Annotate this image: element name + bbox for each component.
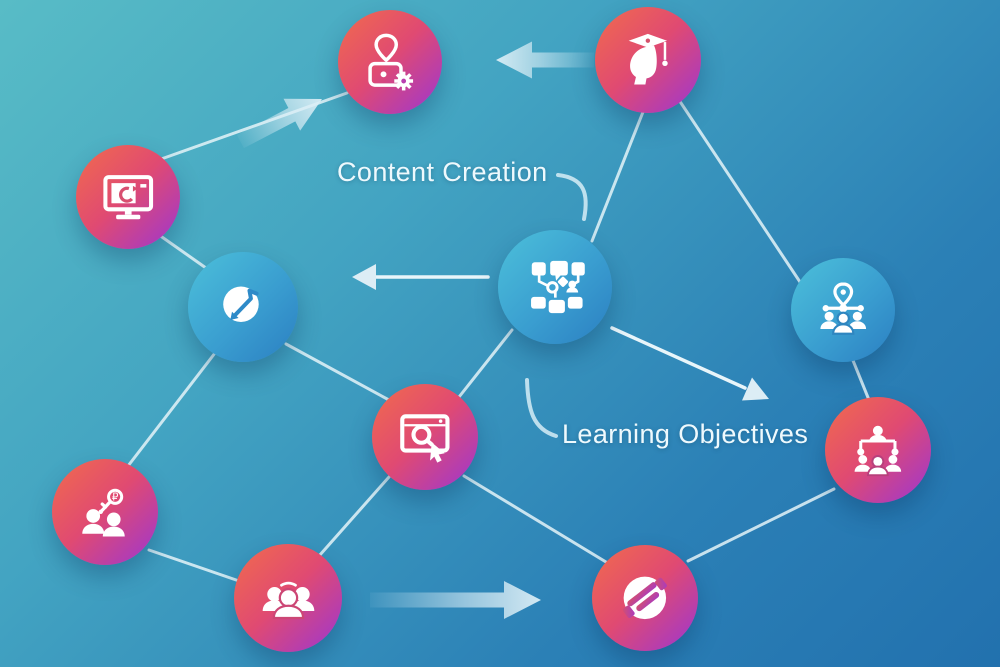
graduate-head-icon [628,33,668,85]
connector-line [677,98,808,293]
node-content-tools [338,10,442,114]
arrow-left-icon [496,41,594,79]
connector-line [457,328,514,399]
arrow-right-icon [370,581,541,619]
callout-curve-content-creation [556,173,588,221]
location-gear-icon [368,33,413,91]
people-group-icon [262,581,314,619]
label-learning-objectives: Learning Objectives [562,419,809,449]
arrow-line-down-right [610,326,769,401]
label-content-creation: Content Creation [337,157,548,187]
connector-line [462,474,608,564]
connector-line [126,351,217,468]
monitor-refresh-icon [103,174,153,220]
connector-line [317,475,391,558]
connector-line [590,110,645,243]
connector-line [850,356,871,402]
node-web-search [372,384,478,490]
callout-curve-learning-objectives [525,378,558,438]
flowchart-icon [530,260,585,313]
people-key-icon: ₽ [82,488,125,537]
connector-line [686,487,836,563]
node-team-structure [825,397,931,503]
node-graduate [595,7,701,113]
browser-search-icon [400,414,450,463]
node-screen-sync [76,145,180,249]
trend-check-icon [223,286,259,322]
connector-line [284,342,391,402]
map-pin-people-icon [820,282,866,335]
node-audience [234,544,342,652]
node-progress-check [188,252,298,362]
arrow-up-right-icon [236,98,322,149]
node-partnership [592,545,698,651]
node-local-group [791,258,895,362]
team-hierarchy-icon [854,425,902,477]
svg-text:₽: ₽ [112,492,119,504]
arrow-line-left [352,264,490,290]
connector-line [147,548,244,584]
node-content-hub [498,230,612,344]
handshake-icon [622,576,668,620]
node-partner-access: ₽ [52,459,158,565]
